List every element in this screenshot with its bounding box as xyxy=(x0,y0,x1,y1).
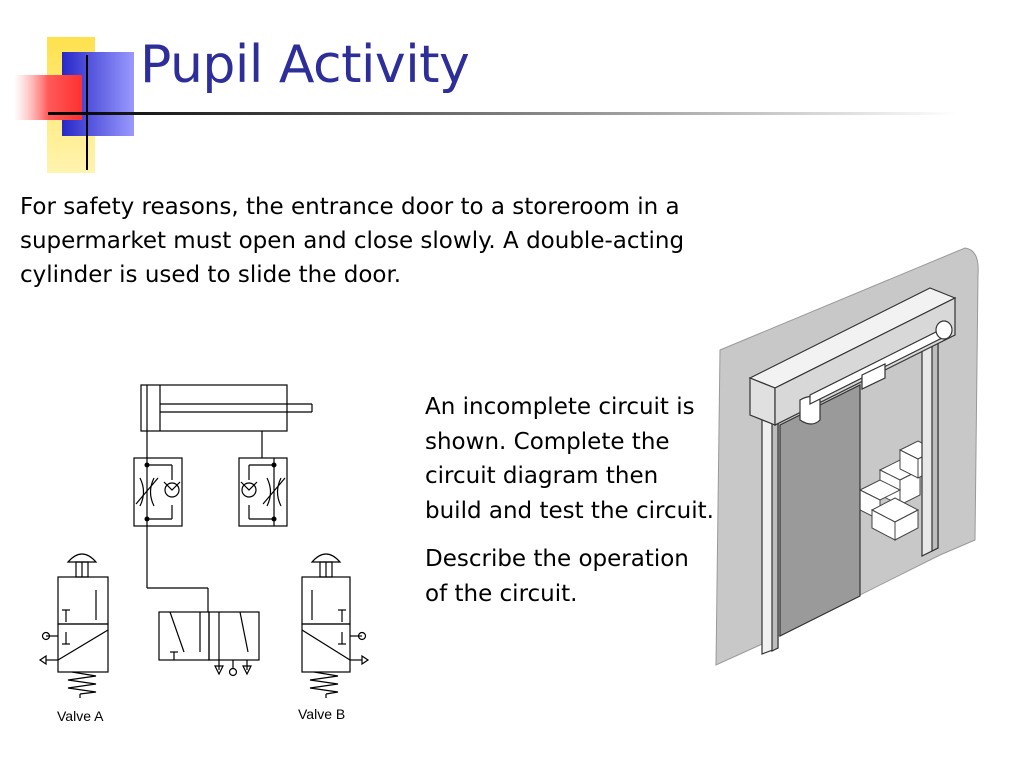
intro-paragraph: For safety reasons, the entrance door to… xyxy=(20,194,685,288)
instruction-complete-circuit: An incomplete circuit is shown. Complete… xyxy=(425,394,714,524)
sliding-door-illustration xyxy=(715,247,979,666)
junction-dots xyxy=(144,462,277,522)
flow-control-valve-left xyxy=(133,457,183,527)
valve-a-3-2-push-button xyxy=(38,553,109,698)
valve-b-3-2-push-button xyxy=(301,553,370,698)
pneumatic-circuit-diagram xyxy=(38,384,370,698)
sliding-door-panel xyxy=(779,384,861,637)
five-two-valve xyxy=(158,611,260,677)
title-underline-rule xyxy=(48,112,958,115)
connecting-pipe xyxy=(146,526,209,612)
double-acting-cylinder xyxy=(140,384,313,458)
slide-title: Pupil Activity xyxy=(140,35,470,95)
door-frame xyxy=(761,331,939,655)
valve-a-label: Valve A xyxy=(57,708,104,724)
instruction-describe-operation: Describe the operation of the circuit. xyxy=(425,546,689,607)
overhead-cylinder-housing xyxy=(748,287,957,426)
decorative-squares-logo xyxy=(14,37,958,173)
valve-b-label: Valve B xyxy=(298,706,346,722)
stacked-boxes xyxy=(858,440,938,541)
flow-control-valve-right xyxy=(238,457,288,527)
instructions-block: An incomplete circuit is shown. Complete… xyxy=(425,390,715,625)
